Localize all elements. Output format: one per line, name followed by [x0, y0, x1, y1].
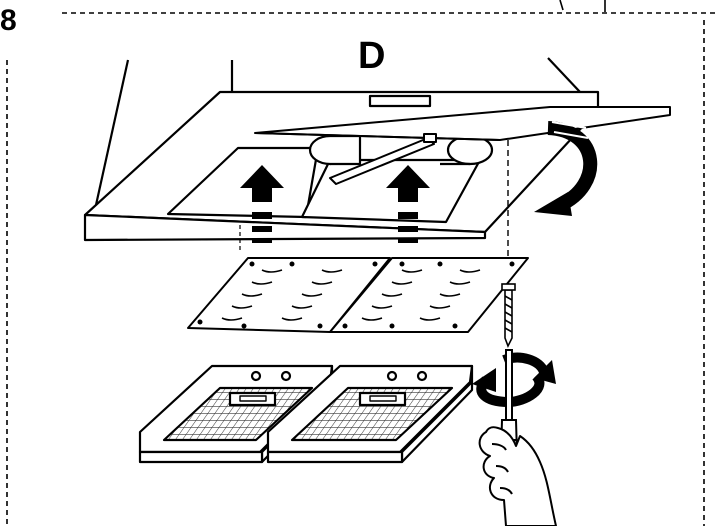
hood-body: [83, 57, 600, 242]
curved-arrow-icon: [534, 121, 598, 216]
corner-tick: [559, 0, 606, 12]
panel-letter: D: [358, 35, 385, 77]
hinged-panel: [254, 106, 671, 185]
arrow-up-icon: [386, 165, 430, 243]
screw: [501, 283, 516, 348]
step-number: 8: [0, 4, 17, 37]
grease-filter-right: [329, 257, 529, 333]
grease-filter-left: [187, 257, 391, 333]
carbon-filter-right: [266, 364, 474, 464]
hand-icon: [478, 426, 557, 526]
rotate-icon: [472, 352, 556, 408]
arrow-up-icon: [240, 165, 284, 243]
